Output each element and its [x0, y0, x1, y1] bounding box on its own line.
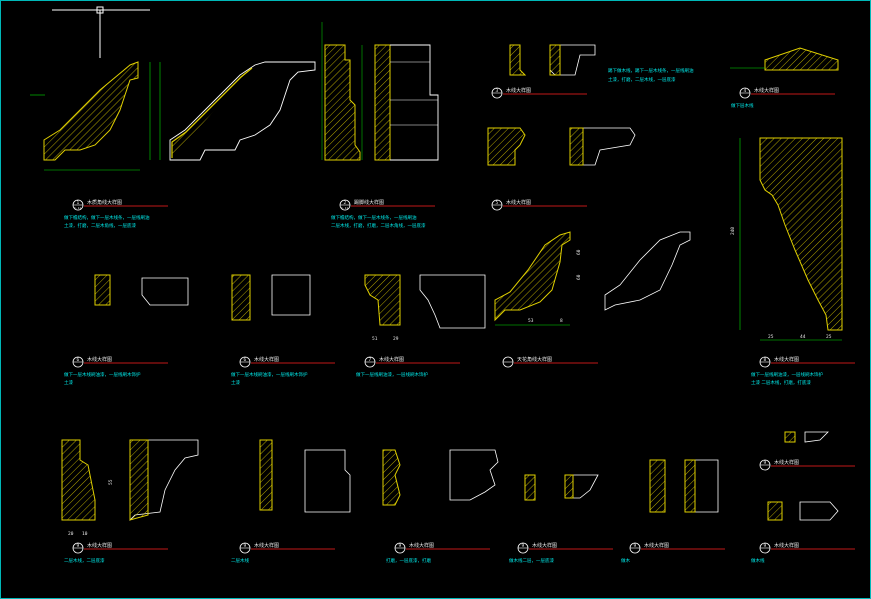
- detail-tag-number: 2: [344, 200, 347, 206]
- detail-1-cornice-section: [30, 61, 161, 171]
- detail-title: 木质角线大样图: [87, 199, 122, 206]
- detail-tag-number: 9: [77, 543, 80, 549]
- detail-8-large-cornice: [739, 137, 843, 341]
- detail-title: 木线大样图: [254, 356, 279, 363]
- detail-title: 木线大样图: [774, 459, 799, 466]
- detail-note-line: 二层木线，打磨，打磨，二层木角线，一层底漆: [331, 222, 426, 229]
- detail-note-line: 做木线: [751, 557, 765, 564]
- dim-cornice2-w1: 53: [528, 318, 534, 324]
- detail-note-line: 二层木线: [231, 557, 249, 564]
- detail-tag-number: 6: [244, 357, 247, 363]
- detail-16-profile: [767, 501, 839, 521]
- detail-note-line: 二层木线，二层底漆: [64, 557, 105, 564]
- detail-tag-number: 1: [77, 200, 80, 206]
- dim-misc-1: 20: [68, 531, 74, 537]
- dim-small-w: 51: [372, 336, 378, 342]
- detail-tag-number: 9: [399, 543, 402, 549]
- detail-title: 木线大样图: [87, 542, 112, 549]
- detail-1-cornice-elevation: [169, 61, 316, 161]
- dim-cornice2-h1: 60: [576, 249, 582, 255]
- detail-note-line: 做下檐结构，做下一层木线条，一层线刷油: [331, 214, 417, 221]
- detail-note-line: 做下一层木线刷油漆，一层线刷木饰护: [64, 371, 141, 378]
- detail-note-line: 做下檐结构，做下一层木线条，一层线刷油: [64, 214, 150, 221]
- detail-5-profile: [487, 127, 636, 166]
- dim-big-cornice-height: 240: [730, 227, 736, 235]
- detail-11-profile: [259, 439, 351, 513]
- detail-8-mid-profile: [364, 274, 486, 329]
- detail-title: 木线大样图: [379, 356, 404, 363]
- detail-note-line: 做下一层线刷油漆，一层线刷木饰护: [751, 371, 823, 378]
- detail-tag-number: 9: [764, 543, 767, 549]
- detail-note-line: 土漆: [231, 379, 240, 386]
- detail-6-profile: [94, 274, 189, 306]
- detail-tag-number: 5: [496, 200, 499, 206]
- detail-tag-sub: 1-11: [341, 206, 348, 210]
- detail-note-line: 做木线二层，一层底漆: [509, 557, 554, 564]
- detail-gable-profile: [730, 47, 839, 71]
- detail-note-line: 做木: [621, 557, 630, 564]
- detail-title: 踢脚线大样图: [354, 199, 384, 206]
- crosshair-cursor: [52, 6, 150, 58]
- detail-7-profile: [231, 274, 311, 321]
- dim-misc-3: 55: [108, 479, 114, 485]
- detail-note-line: 土漆，打磨，二层木角线，一层底漆: [64, 222, 136, 229]
- detail-tag-number: 6: [77, 357, 80, 363]
- top-right-note-2: 土漆，打磨，二层木线，一层底漆: [608, 76, 676, 83]
- detail-tag-number: 9: [522, 543, 525, 549]
- detail-title: 木线大样图: [644, 542, 669, 549]
- callout-titles: 木质角线大样图踢脚线大样图木线大样图木线大样图木线大样图木线大样图木线大样图木线…: [84, 87, 855, 550]
- detail-13-profile: [524, 474, 599, 501]
- dim-big-cornice-w1: 25: [768, 334, 774, 340]
- detail-tag-number: 4: [744, 88, 747, 94]
- detail-title: 木线大样图: [754, 87, 779, 94]
- detail-note-line: 做下层木线: [731, 102, 754, 109]
- detail-3-small-profile: [509, 44, 596, 76]
- detail-title: 木线大样图: [87, 356, 112, 363]
- detail-10-profile: [61, 439, 199, 521]
- dim-cornice2-h2: 60: [576, 274, 582, 280]
- detail-note-line: 打磨，一层底漆，打磨: [386, 557, 431, 564]
- detail-title: 木线大样图: [532, 542, 557, 549]
- detail-tag-number: 8: [764, 357, 767, 363]
- detail-tag-sub: 1-11: [74, 206, 81, 210]
- dim-misc-2: 10: [82, 531, 88, 537]
- detail-note-line: 土漆: [64, 379, 73, 386]
- detail-tag-number: 7: [369, 357, 372, 363]
- detail-tag-number: 9: [764, 460, 767, 466]
- detail-note-line: 做下一层线刷油漆，一层线刷木饰护: [356, 371, 428, 378]
- detail-12-profile: [382, 449, 499, 506]
- detail-title: 天花角线大样图: [517, 356, 552, 363]
- top-right-note-1: 踢下做木线，踢下一层木线条，一层线刷油: [608, 67, 694, 74]
- detail-note-line: 土漆 二层木线，打磨，打底漆: [751, 379, 811, 386]
- detail-2-skirting-section: [321, 22, 363, 161]
- dim-big-cornice-w2: 44: [800, 334, 806, 340]
- detail-note-line: 做下一层木线刷油漆，一层线刷木饰护: [231, 371, 308, 378]
- detail-14-profile: [649, 459, 719, 513]
- detail-title: 木线大样图: [254, 542, 279, 549]
- detail-15-profile: [784, 431, 829, 443]
- dim-cornice2-w2: 8: [560, 318, 563, 324]
- dim-small-w2: 29: [393, 336, 399, 342]
- detail-2-skirting-elevation: [374, 44, 439, 161]
- detail-title: 木线大样图: [506, 87, 531, 94]
- detail-tag-number: 9: [634, 543, 637, 549]
- dim-big-cornice-w3: 25: [826, 334, 832, 340]
- detail-9-ceiling-cornice: [494, 231, 691, 326]
- detail-title: 木线大样图: [774, 356, 799, 363]
- detail-tag-number: 9: [244, 543, 247, 549]
- detail-tag-number: 3: [496, 88, 499, 94]
- detail-title: 木线大样图: [774, 542, 799, 549]
- callout-notes: 做下檐结构，做下一层木线条，一层线刷油土漆，打磨，二层木角线，一层底漆做下檐结构…: [64, 102, 823, 564]
- detail-title: 木线大样图: [506, 199, 531, 206]
- detail-title: 木线大样图: [409, 542, 434, 549]
